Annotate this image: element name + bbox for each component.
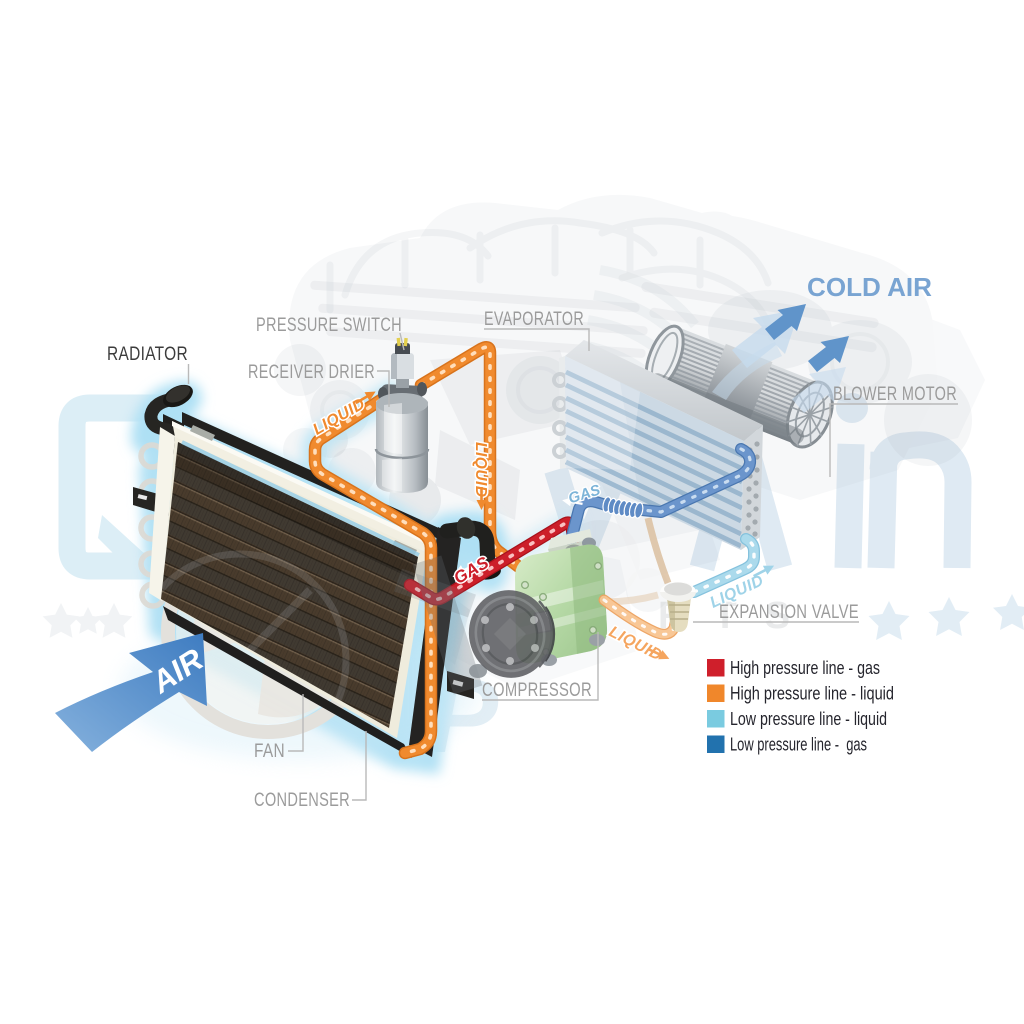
svg-text:CONDENSER: CONDENSER — [254, 789, 350, 811]
svg-text:Low pressure line - gas: Low pressure line - gas — [730, 735, 867, 755]
svg-text:EVAPORATOR: EVAPORATOR — [484, 309, 584, 330]
svg-text:COMPRESSOR: COMPRESSOR — [482, 679, 592, 701]
svg-text:FAN: FAN — [254, 741, 285, 762]
svg-text:Low pressure line - liquid: Low pressure line - liquid — [730, 709, 887, 729]
svg-text:RECEIVER DRIER: RECEIVER DRIER — [248, 362, 375, 383]
svg-text:PRESSURE SWITCH: PRESSURE SWITCH — [256, 315, 402, 336]
svg-text:EXPANSION VALVE: EXPANSION VALVE — [719, 602, 859, 623]
svg-text:High pressure line - gas: High pressure line - gas — [730, 658, 880, 678]
svg-text:LIQUID: LIQUID — [472, 442, 489, 498]
svg-text:COLD AIR: COLD AIR — [807, 272, 932, 302]
svg-text:BLOWER MOTOR: BLOWER MOTOR — [833, 384, 957, 405]
svg-text:RADIATOR: RADIATOR — [107, 343, 188, 365]
svg-text:High pressure line - liquid: High pressure line - liquid — [730, 684, 894, 704]
